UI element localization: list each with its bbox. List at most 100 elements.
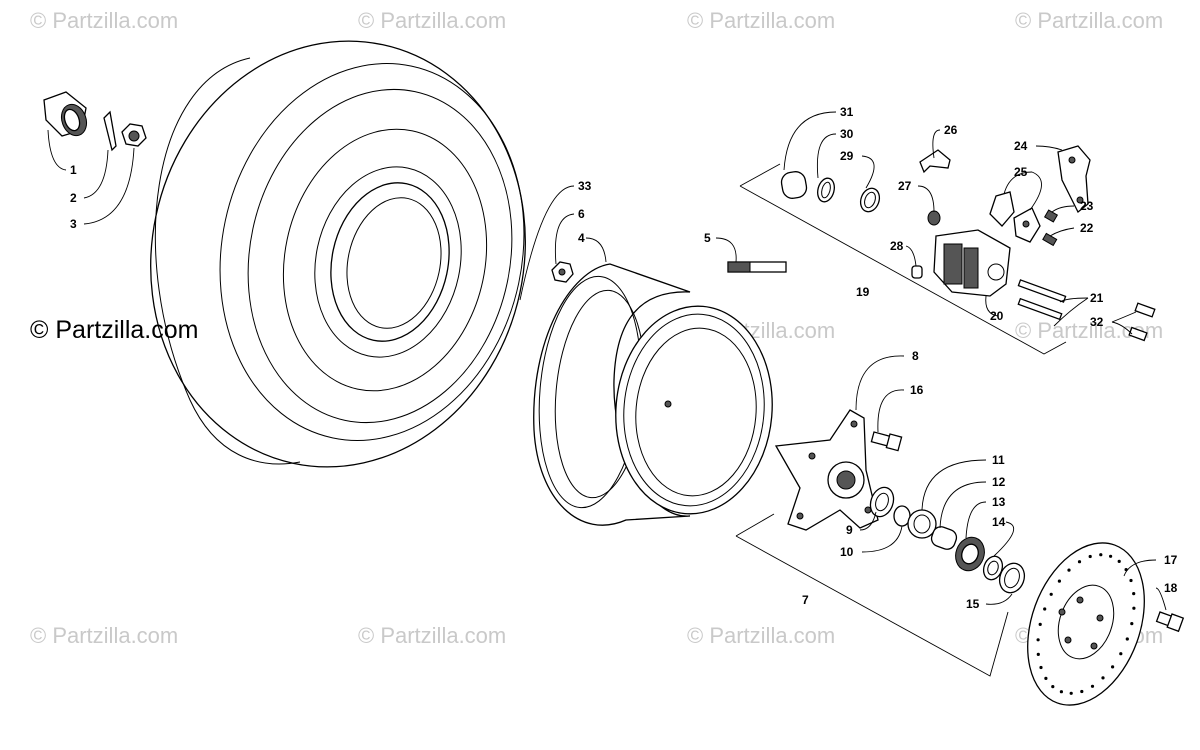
seal-part-29[interactable] [857, 186, 882, 215]
disc-vent-hole [1099, 553, 1103, 557]
disc-vent-hole [1039, 665, 1043, 670]
seal-part-30[interactable] [815, 176, 837, 203]
callout-27: 27 [898, 179, 912, 193]
disc-vent-hole [1109, 554, 1113, 558]
callout-9: 9 [846, 523, 853, 537]
hub-bolt-part[interactable] [870, 431, 903, 452]
disc-vent-hole [1090, 684, 1095, 688]
disc-vent-hole [1111, 665, 1115, 669]
rim-part[interactable] [530, 263, 781, 526]
cotter-pin-part[interactable] [103, 110, 117, 152]
callout-11: 11 [992, 453, 1005, 467]
watermark-top-2: © Partzilla.com [358, 8, 507, 33]
disc-vent-hole [1119, 652, 1123, 656]
bleeder-part-23[interactable] [1043, 209, 1059, 223]
disc-vent-hole [1057, 579, 1061, 583]
disc-vent-hole [1125, 637, 1129, 641]
watermark-top-3: © Partzilla.com [687, 8, 836, 33]
callout-4: 4 [578, 231, 585, 245]
brake-piston-part-31[interactable] [780, 170, 808, 200]
disc-vent-hole [1129, 578, 1133, 583]
axle-nut-part[interactable] [121, 123, 147, 147]
bracket-part-24[interactable] [1057, 145, 1091, 214]
disc-vent-hole [1117, 559, 1121, 564]
callout-8: 8 [912, 349, 919, 363]
pin-part-28[interactable] [911, 265, 923, 279]
bolt-part-32a[interactable] [1134, 302, 1156, 318]
callout-18: 18 [1164, 581, 1178, 595]
caliper-bolt-part-21b[interactable] [1017, 297, 1063, 321]
hub-cap-part[interactable] [43, 91, 91, 139]
brake-pad-part-25[interactable] [989, 191, 1041, 243]
callout-32: 32 [1090, 315, 1104, 329]
callout-12: 12 [992, 475, 1006, 489]
screw-part-22[interactable] [1042, 232, 1058, 247]
spacer-part-12[interactable] [929, 524, 958, 551]
disc-vent-hole [1051, 685, 1055, 689]
callout-2: 2 [70, 191, 77, 205]
callout-17: 17 [1164, 553, 1178, 567]
disc-vent-hole [1132, 592, 1136, 596]
callout-20: 20 [990, 309, 1004, 323]
disc-vent-hole [1132, 606, 1136, 610]
bearing-part-13[interactable] [951, 533, 989, 575]
brake-disc-part[interactable] [1007, 527, 1166, 722]
disc-vent-hole [1038, 622, 1042, 627]
bolt-part-32b[interactable] [1128, 326, 1148, 342]
callout-10: 10 [840, 545, 854, 559]
clip-part-26[interactable] [919, 149, 951, 174]
bearing-part-11[interactable] [907, 509, 937, 539]
disc-vent-hole [1101, 676, 1105, 680]
watermark-main: © Partzilla.com [30, 316, 199, 344]
watermark-bot-2: © Partzilla.com [358, 623, 507, 648]
callout-28: 28 [890, 239, 904, 253]
callout-6: 6 [578, 207, 585, 221]
callout-31: 31 [840, 105, 854, 119]
callout-19: 19 [856, 285, 870, 299]
disc-vent-hole [1067, 568, 1071, 572]
watermark-top-1: © Partzilla.com [30, 8, 179, 33]
callout-1: 1 [70, 163, 77, 177]
callout-26: 26 [944, 123, 958, 137]
disc-vent-hole [1130, 622, 1134, 626]
seal-part-9[interactable] [867, 484, 898, 520]
callout-30: 30 [840, 127, 854, 141]
seal-part-14[interactable] [980, 554, 1005, 583]
disc-vent-hole [1036, 638, 1040, 642]
callout-25: 25 [1014, 165, 1028, 179]
group-bracket-19 [739, 163, 1067, 355]
disc-vent-hole [1049, 592, 1053, 596]
watermark-bot-1: © Partzilla.com [30, 623, 179, 648]
callout-7: 7 [802, 593, 809, 607]
wheel-stud-part[interactable] [727, 261, 787, 273]
disc-vent-hole [1088, 554, 1092, 559]
watermark-top-4: © Partzilla.com [1015, 8, 1164, 33]
disc-bolt-part[interactable] [1155, 611, 1185, 633]
watermark-bot-3: © Partzilla.com [687, 623, 836, 648]
callout-5: 5 [704, 231, 711, 245]
callout-22: 22 [1080, 221, 1094, 235]
bolt-part-27[interactable] [927, 210, 941, 226]
tire-part[interactable] [112, 6, 565, 502]
callout-3: 3 [70, 217, 77, 231]
callout-14: 14 [992, 515, 1006, 529]
callout-13: 13 [992, 495, 1006, 509]
disc-vent-hole [1077, 560, 1082, 564]
callout-29: 29 [840, 149, 854, 163]
callout-33: 33 [578, 179, 592, 193]
lug-nut-part[interactable] [551, 261, 574, 283]
group-bracket-7 [735, 513, 1009, 677]
disc-vent-hole [1069, 691, 1073, 695]
caliper-bolt-part-21a[interactable] [1017, 279, 1067, 303]
disc-vent-hole [1043, 607, 1047, 611]
callout-24: 24 [1014, 139, 1028, 153]
disc-vent-hole [1044, 676, 1048, 681]
caliper-part-20[interactable] [933, 229, 1011, 297]
leader-lines [47, 111, 1167, 611]
callout-16: 16 [910, 383, 924, 397]
hub-part[interactable] [774, 409, 879, 531]
disc-vent-hole [1059, 690, 1063, 694]
disc-vent-hole [1036, 652, 1040, 657]
disc-vent-hole [1080, 689, 1084, 694]
seal-part-15[interactable] [996, 560, 1029, 596]
